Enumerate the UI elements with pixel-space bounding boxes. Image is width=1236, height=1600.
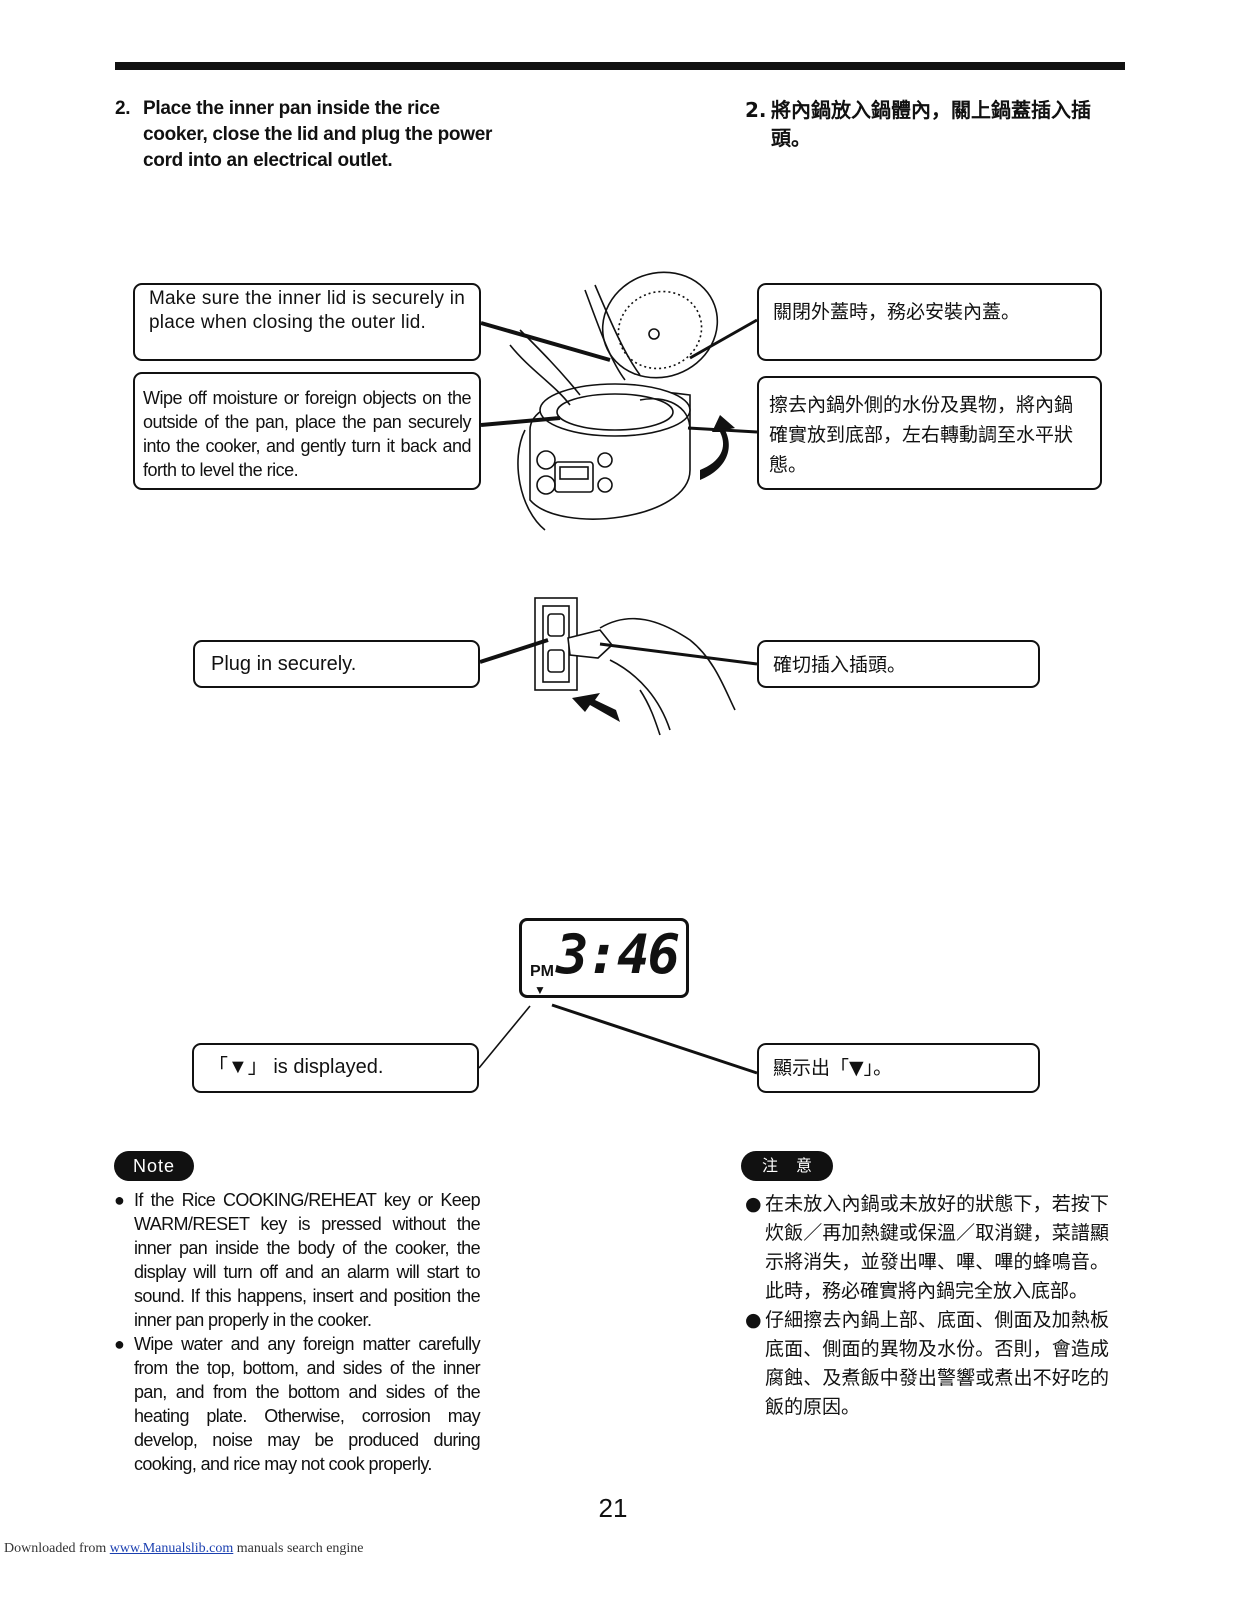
download-footer: Downloaded from www.Manualslib.com manua… — [4, 1541, 364, 1557]
bullet-icon: ● — [745, 1309, 762, 1331]
note-text-zh: 仔細擦去內鍋上部、底面、側面及加熱板底面、側面的異物及水份。否則，會造成腐蝕、及… — [765, 1309, 1109, 1418]
callout-inner-lid-en: Make sure the inner lid is securely in p… — [133, 283, 481, 361]
notes-en: ● If the Rice COOKING/REHEAT key or Keep… — [114, 1188, 481, 1476]
callout-place-pan-en: Wipe off moisture or foreign objects on … — [133, 372, 481, 490]
step-text-zh: 將內鍋放入鍋體內，關上鍋蓋插入插頭。 — [771, 98, 1091, 150]
bullet-icon: ● — [114, 1334, 125, 1354]
footer-suffix: manuals search engine — [236, 1541, 364, 1556]
callout-plug-zh: 確切插入插頭。 — [757, 640, 1040, 688]
callout-display-en: 「▼」 is displayed. — [192, 1043, 479, 1093]
step-number-en: 2. — [115, 98, 131, 119]
bullet-icon: ● — [114, 1190, 125, 1210]
rice-cooker-illustration — [509, 271, 719, 531]
lcd-marker-icon: ▼ — [534, 983, 546, 997]
note-text-en: If the Rice COOKING/REHEAT key or Keep W… — [134, 1190, 481, 1330]
step-heading-en: 2. Place the inner pan inside the rice c… — [115, 96, 495, 174]
rotation-arrow — [700, 415, 735, 480]
note-item-zh: ● 在未放入內鍋或未放好的狀態下，若按下炊飯／再加熱鍵或保溫／取消鍵，菜譜顯示將… — [745, 1190, 1109, 1306]
lcd-display: 3:46 PM ▼ — [519, 918, 689, 998]
page-number: 21 — [598, 1493, 628, 1523]
callout-place-pan-zh: 擦去內鍋外側的水份及異物，將內鍋確實放到底部，左右轉動調至水平狀態。 — [757, 376, 1102, 490]
top-rule — [115, 62, 1125, 70]
callout-plug-en: Plug in securely. — [193, 640, 480, 688]
note-badge-zh: 注意 — [741, 1151, 833, 1181]
footer-prefix: Downloaded from — [4, 1541, 107, 1556]
outlet-plug-illustration — [534, 597, 736, 736]
step-heading-zh: 2. 將內鍋放入鍋體內，關上鍋蓋插入插頭。 — [745, 96, 1125, 152]
callout-display-zh: 顯示出「▼」。 — [757, 1043, 1040, 1093]
manualslib-link[interactable]: www.Manualslib.com — [109, 1541, 234, 1556]
note-item-en: ● Wipe water and any foreign matter care… — [114, 1332, 481, 1476]
lcd-time: 3:46 — [555, 923, 680, 986]
notes-zh: ● 在未放入內鍋或未放好的狀態下，若按下炊飯／再加熱鍵或保溫／取消鍵，菜譜顯示將… — [745, 1190, 1109, 1422]
leader-lines — [478, 318, 758, 1075]
insert-arrow — [572, 693, 620, 722]
note-text-en: Wipe water and any foreign matter carefu… — [134, 1334, 481, 1474]
step-number-zh: 2. — [745, 98, 767, 122]
note-item-en: ● If the Rice COOKING/REHEAT key or Keep… — [114, 1188, 481, 1332]
note-text-zh: 在未放入內鍋或未放好的狀態下，若按下炊飯／再加熱鍵或保溫／取消鍵，菜譜顯示將消失… — [765, 1193, 1109, 1302]
lcd-pm-indicator: PM — [530, 963, 554, 980]
callout-inner-lid-zh: 關閉外蓋時，務必安裝內蓋。 — [757, 283, 1102, 361]
step-text-en: Place the inner pan inside the rice cook… — [143, 98, 493, 171]
note-badge-en: Note — [114, 1151, 194, 1181]
note-item-zh: ● 仔細擦去內鍋上部、底面、側面及加熱板底面、側面的異物及水份。否則，會造成腐蝕… — [745, 1306, 1109, 1422]
bullet-icon: ● — [745, 1193, 762, 1215]
